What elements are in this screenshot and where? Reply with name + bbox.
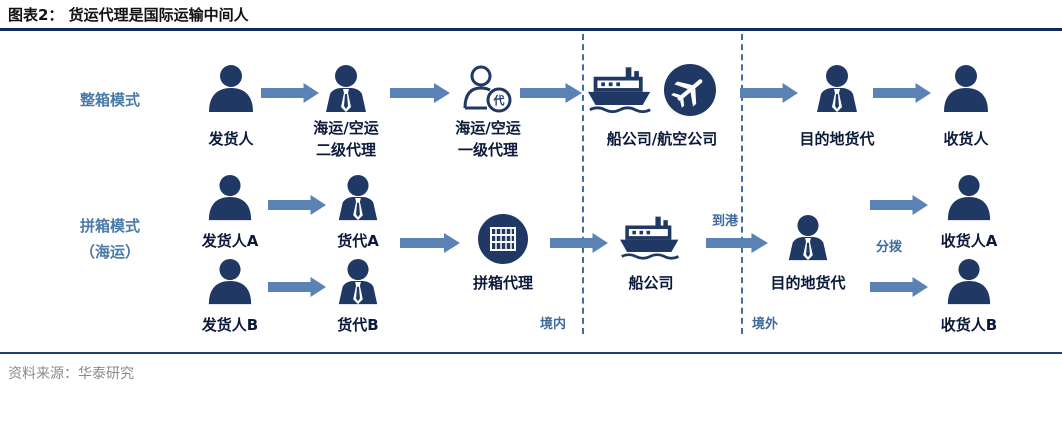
fcl-destination-agent-label: 目的地货代: [799, 130, 875, 148]
arrow-icon: [400, 233, 460, 253]
person-icon: [945, 174, 993, 222]
arrow-icon: [520, 83, 582, 103]
person-icon: [945, 258, 993, 306]
cargo-ship-icon: [588, 65, 654, 113]
arrow-icon: [706, 233, 768, 253]
mode-label-fcl: 整箱模式: [79, 91, 140, 109]
person-with-tie-icon: [321, 64, 371, 114]
fcl-secondary-agent-line2: 二级代理: [315, 141, 376, 159]
lcl-consignee-b-label: 收货人B: [940, 316, 998, 334]
arrow-icon: [390, 83, 450, 103]
fcl-secondary-agent-label: 海运/空运 二级代理: [296, 117, 396, 161]
lcl-agent-a-label: 货代A: [337, 232, 379, 250]
distribute-annotation: 分拨: [876, 240, 903, 255]
airplane-icon: [664, 64, 716, 116]
separator-domestic: [582, 34, 584, 334]
arrow-icon: [550, 233, 608, 253]
person-icon: [941, 64, 991, 114]
arrow-icon: [268, 277, 326, 297]
container-icon: [478, 214, 528, 264]
fcl-primary-agent-label: 海运/空运 一级代理: [438, 117, 538, 161]
overseas-annotation: 境外: [752, 317, 779, 332]
arrow-icon: [870, 195, 928, 215]
domestic-annotation: 境内: [540, 317, 567, 332]
agent-badge-icon: [463, 64, 513, 114]
separator-overseas: [741, 34, 743, 334]
lcl-shipper-b-label: 发货人B: [201, 316, 259, 334]
person-with-tie-icon: [784, 214, 832, 262]
arrow-icon: [870, 277, 928, 297]
fcl-primary-agent-line1: 海运/空运: [455, 119, 521, 137]
lcl-shipper-a-label: 发货人A: [201, 232, 259, 250]
lcl-destination-agent-label: 目的地货代: [770, 274, 846, 292]
mode-label-lcl: 拼箱模式 （海运）: [50, 213, 170, 265]
fcl-primary-agent-line2: 一级代理: [457, 141, 518, 159]
lcl-agent-b-label: 货代B: [337, 316, 379, 334]
fcl-secondary-agent-line1: 海运/空运: [313, 119, 379, 137]
lcl-carrier-label: 船公司: [628, 274, 674, 292]
lcl-consolidator-label: 拼箱代理: [472, 274, 533, 292]
arrow-icon: [268, 195, 326, 215]
fcl-shipper-label: 发货人: [208, 130, 254, 148]
person-icon: [206, 64, 256, 114]
person-with-tie-icon: [812, 64, 862, 114]
lcl-consignee-a-label: 收货人A: [940, 232, 998, 250]
person-with-tie-icon: [334, 174, 382, 222]
arrow-icon: [873, 83, 931, 103]
title-rule: [0, 28, 1062, 31]
person-icon: [206, 258, 254, 306]
cargo-ship-icon: [620, 214, 682, 260]
fcl-consignee-label: 收货人: [943, 130, 989, 148]
mode-label-lcl-line1: 拼箱模式: [79, 217, 140, 235]
bottom-rule: [0, 352, 1062, 354]
arrow-icon: [261, 83, 319, 103]
person-icon: [206, 174, 254, 222]
person-with-tie-icon: [334, 258, 382, 306]
mode-label-lcl-line2: （海运）: [79, 243, 140, 261]
source-note: 资料来源：华泰研究: [8, 366, 134, 382]
arrive-port-annotation: 到港: [712, 214, 739, 229]
fcl-carrier-label: 船公司/航空公司: [606, 130, 718, 148]
arrow-icon: [740, 83, 798, 103]
figure-title: 图表2： 货运代理是国际运输中间人: [8, 6, 249, 24]
